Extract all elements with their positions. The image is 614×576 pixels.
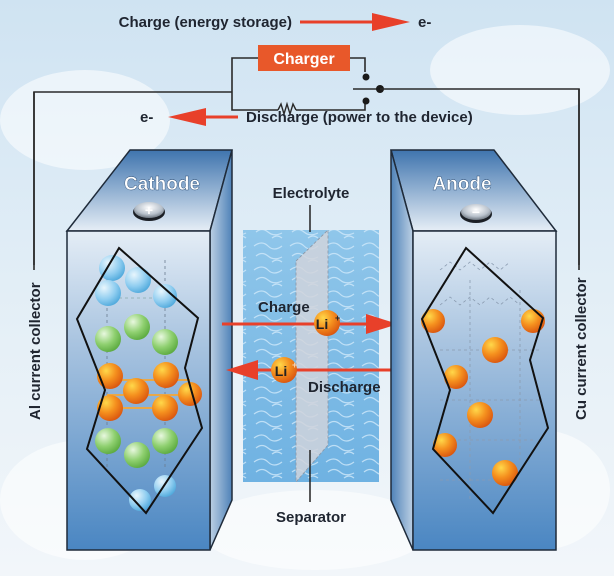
circuit-wire-resistor-right <box>296 102 366 111</box>
circuit-wire-resistor-left <box>231 92 278 111</box>
anode-front-face <box>412 230 557 551</box>
separator-membrane <box>295 229 329 484</box>
cathode-atom-blue <box>129 489 151 511</box>
positive-terminal-icon <box>134 202 164 218</box>
anode-crystal-outline <box>420 246 550 515</box>
lithium-ion-discharge-sup: + <box>292 360 297 370</box>
cathode-crystal-outline <box>75 246 204 515</box>
ion-discharge-label: Discharge <box>308 379 381 396</box>
cathode-lithium-ion <box>97 363 123 389</box>
anode-lithium-ion <box>482 337 508 363</box>
cathode-atom-blue <box>154 475 176 497</box>
negative-terminal-icon <box>461 204 491 220</box>
separator-label: Separator <box>276 509 346 526</box>
cathode-lithium-ion <box>123 378 149 404</box>
al-collector-label: Al current collector <box>27 282 44 420</box>
cathode-atom-blue <box>95 280 121 306</box>
anode-title: Anode <box>432 174 491 195</box>
cathode-block: Cathode + <box>65 149 233 551</box>
charge-direction-label: Charge (energy storage) <box>119 14 292 31</box>
lithium-ion-charge <box>314 310 340 336</box>
cathode-atom-green <box>152 329 178 355</box>
cathode-lithium-ion <box>153 362 179 388</box>
circuit-wire-charger-left <box>231 57 258 92</box>
charge-electron-label: e- <box>418 14 431 31</box>
discharge-arrow-head-icon <box>168 108 206 126</box>
lithium-ion-discharge <box>271 357 297 383</box>
cathode-atom-blue <box>99 255 125 281</box>
charge-arrow-head-icon <box>372 13 410 31</box>
charger-box <box>258 45 350 71</box>
electrolyte-label: Electrolyte <box>273 185 350 202</box>
cathode-atom-blue <box>153 284 177 308</box>
ion-charge-arrow-head-icon <box>366 314 398 334</box>
cathode-lithium-ion <box>178 382 202 406</box>
anode-lithium-ion <box>492 460 518 486</box>
anode-lithium-ion <box>444 365 468 389</box>
cathode-title: Cathode <box>124 174 200 195</box>
circuit-wire-charger-right <box>350 57 366 72</box>
cathode-lithium-ion <box>97 395 123 421</box>
cathode-atom-green <box>152 428 178 454</box>
cathode-atom-green <box>95 428 121 454</box>
cloud <box>430 25 610 115</box>
ion-discharge-arrow-head-icon <box>226 360 258 380</box>
switch-contact-top <box>362 73 370 81</box>
negative-terminal-symbol: − <box>472 204 480 220</box>
anode-block: Anode − <box>390 149 558 551</box>
cathode-lithium-ion <box>152 395 178 421</box>
cathode-lattice <box>75 246 204 515</box>
cathode-atom-green <box>95 326 121 352</box>
external-circuit: Charger Charge (energy storage) e- e- Di… <box>33 13 580 270</box>
cu-collector-label: Cu current collector <box>573 277 590 420</box>
lithium-ion-discharge-symbol: Li <box>275 363 287 379</box>
resistor-icon <box>277 101 297 117</box>
lithium-ion-charge-sup: + <box>335 313 340 323</box>
charger-label: Charger <box>273 51 334 68</box>
electrolyte-region: Electrolyte Separator Charge Li + Li + D… <box>222 185 400 526</box>
cathode-atom-green <box>124 442 150 468</box>
positive-terminal-symbol: + <box>145 202 153 218</box>
cathode-atom-blue <box>125 267 151 293</box>
cathode-atom-green <box>124 314 150 340</box>
anode-lithium-ion <box>421 309 445 333</box>
discharge-electron-label: e- <box>140 109 153 126</box>
discharge-direction-label: Discharge (power to the device) <box>246 109 473 126</box>
switch-contact-bottom <box>362 97 370 105</box>
anode-lithium-ion <box>433 433 457 457</box>
anode-graphite-lattice <box>420 246 550 515</box>
anode-lithium-ion <box>467 402 493 428</box>
lithium-ion-charge-symbol: Li <box>316 316 328 332</box>
ion-charge-label: Charge <box>258 299 310 316</box>
